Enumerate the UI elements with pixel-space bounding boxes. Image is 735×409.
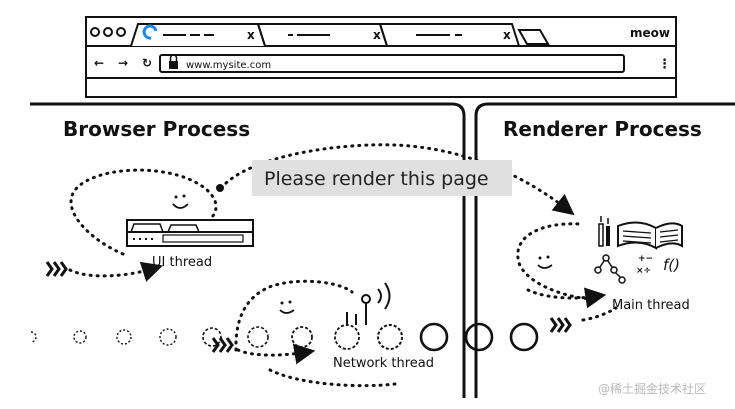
tab-strip: x x x meow	[130, 23, 670, 47]
browser-process-panel	[30, 102, 466, 398]
message-box	[252, 160, 512, 196]
main-thread-loop	[516, 222, 595, 301]
tab-active[interactable]: x	[130, 23, 266, 47]
loading-spinner-icon	[142, 24, 158, 40]
forward-arrow-icon[interactable]: →	[118, 56, 128, 70]
window-maximize-icon[interactable]	[116, 27, 126, 37]
lock-icon	[169, 54, 178, 69]
main-thread: +− ×÷ f() Main thread	[516, 216, 690, 333]
tab-close-icon[interactable]: x	[373, 28, 381, 42]
network-face-icon	[279, 300, 295, 314]
mini-browser-icon	[126, 219, 254, 247]
function-icon: f()	[663, 256, 680, 274]
network-thread-tail	[236, 343, 316, 365]
tab-close-icon[interactable]: x	[503, 28, 511, 42]
new-tab-button[interactable]	[517, 29, 550, 45]
main-chevrons-icon	[549, 317, 572, 333]
message-text: Please render this page	[264, 168, 489, 190]
main-face-icon	[537, 255, 553, 269]
network-thread-loop	[234, 279, 354, 352]
browser-brand: meow	[630, 26, 670, 40]
address-bar[interactable]	[159, 54, 625, 73]
renderer-process-title: Renderer Process	[503, 117, 702, 141]
ipc-message: Please render this page	[216, 143, 575, 216]
ui-thread-tail	[68, 261, 164, 282]
network-thread: Network thread	[211, 279, 434, 388]
window-controls[interactable]	[90, 27, 126, 37]
open-book-icon	[617, 221, 683, 250]
watermark: @稀土掘金技术社区	[598, 381, 706, 396]
browser-window: x x x meow ← → ↻	[85, 16, 677, 98]
math-symbols-icon: +− ×÷	[636, 254, 656, 276]
network-chevrons-icon	[211, 337, 234, 353]
pencils-icon	[598, 216, 610, 247]
window-minimize-icon[interactable]	[103, 27, 113, 37]
browser-toolbar: ← → ↻ www.mysite.com ⋮	[94, 54, 671, 73]
url-text: www.mysite.com	[186, 60, 271, 71]
tree-graph-icon	[594, 254, 626, 284]
browser-process-title: Browser Process	[63, 117, 250, 141]
ui-thread-label: UI thread	[152, 255, 212, 270]
math-plus-minus: +−	[638, 254, 653, 264]
ui-thread-loop	[69, 168, 218, 256]
ui-thread-face-icon	[172, 194, 189, 209]
main-thread-label: Main thread	[612, 298, 690, 313]
main-thread-tail	[526, 287, 607, 309]
renderer-process-panel	[474, 102, 735, 398]
tab-close-icon[interactable]: x	[247, 28, 255, 42]
ui-thread: UI thread	[45, 168, 254, 282]
antenna-icon	[346, 282, 391, 325]
math-times-divide: ×÷	[636, 266, 651, 276]
window-close-icon[interactable]	[90, 27, 100, 37]
thread-pool-circles	[30, 322, 539, 352]
reload-icon[interactable]: ↻	[142, 56, 152, 70]
ui-chevrons-icon	[45, 261, 68, 277]
more-menu-icon[interactable]: ⋮	[658, 57, 671, 72]
network-exit-tail	[268, 368, 397, 388]
network-thread-label: Network thread	[333, 356, 434, 371]
ipc-origin-dot	[216, 184, 224, 192]
back-arrow-icon[interactable]: ←	[94, 56, 104, 70]
tab-third[interactable]: x	[379, 23, 520, 47]
